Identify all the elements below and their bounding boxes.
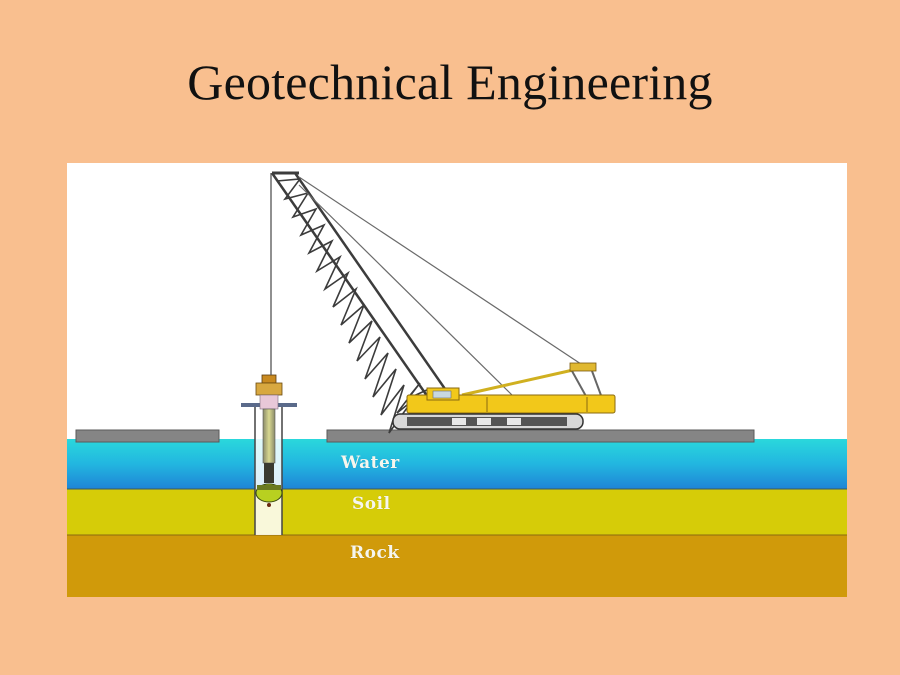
platform-left bbox=[75, 429, 220, 443]
crane-body bbox=[392, 362, 616, 430]
crane-pile-diagram bbox=[67, 171, 847, 597]
crane-boom bbox=[270, 171, 454, 434]
geotechnical-illustration: Water Soil Rock bbox=[67, 163, 847, 597]
soil-layer bbox=[67, 488, 847, 535]
slide-title: Geotechnical Engineering bbox=[187, 54, 713, 110]
water-layer bbox=[67, 439, 847, 489]
platform-right bbox=[326, 429, 755, 443]
pile-casing bbox=[241, 374, 297, 535]
boom-stay-lines bbox=[298, 176, 588, 396]
rock-label: Rock bbox=[350, 543, 400, 563]
water-label: Water bbox=[341, 453, 400, 473]
rock-layer bbox=[67, 534, 847, 597]
soil-label: Soil bbox=[352, 494, 391, 514]
